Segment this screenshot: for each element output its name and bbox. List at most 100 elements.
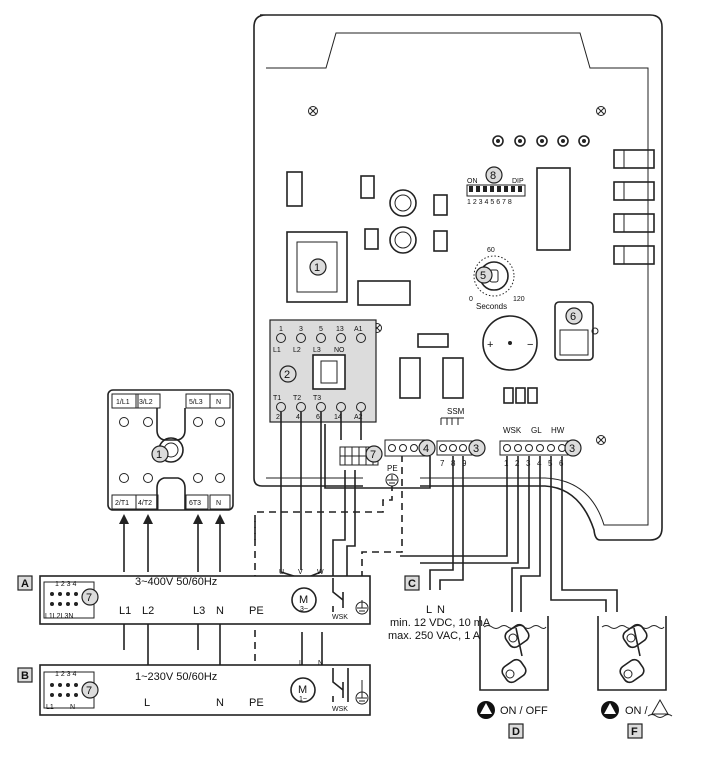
wiring: [123, 412, 618, 705]
tag-a: [17, 575, 33, 591]
motor-icon: M 3~: [291, 587, 317, 613]
svg-text:2: 2: [276, 414, 280, 421]
svg-text:5/L3: 5/L3: [189, 399, 203, 406]
supply-arrows: [119, 514, 225, 572]
svg-text:7: 7: [440, 459, 445, 468]
svg-text:A2: A2: [354, 414, 363, 421]
svg-text:+: +: [487, 339, 493, 351]
ssm-terminal: SSM 7 8 9: [436, 407, 476, 468]
float-switch-d: ON / OFF D: [477, 616, 549, 739]
motor-icon: M 1~: [290, 677, 316, 703]
svg-text:N: N: [437, 604, 445, 616]
cable-glands: [613, 149, 655, 265]
svg-text:SSM: SSM: [447, 407, 465, 416]
svg-text:3~400V 50/60Hz: 3~400V 50/60Hz: [135, 576, 217, 588]
svg-text:W: W: [317, 569, 324, 576]
svg-text:HW: HW: [551, 426, 565, 435]
svg-text:1 2 3 4 5 6 7 8: 1 2 3 4 5 6 7 8: [467, 199, 512, 206]
svg-text:N: N: [216, 697, 224, 709]
pump-icon: [477, 701, 495, 719]
svg-text:4: 4: [423, 443, 429, 455]
svg-text:L3: L3: [313, 347, 321, 354]
svg-text:2: 2: [284, 369, 290, 381]
float-switch-f: ON / F: [597, 616, 673, 739]
svg-text:6: 6: [316, 414, 320, 421]
svg-text:ON: ON: [467, 178, 478, 185]
svg-text:Seconds: Seconds: [476, 302, 507, 311]
svg-text:U: U: [279, 569, 284, 576]
svg-text:WSK: WSK: [332, 614, 348, 621]
svg-text:PE: PE: [387, 464, 398, 473]
svg-text:1 2 3 4: 1 2 3 4: [55, 581, 77, 588]
alarm-contact-spec: C L N min. 12 VDC, 10 mA max. 250 VAC, 1…: [388, 575, 491, 642]
svg-text:D: D: [512, 726, 520, 738]
svg-text:3: 3: [473, 443, 479, 455]
svg-text:3/L2: 3/L2: [139, 399, 153, 406]
main-switch: 1/L1 3/L2 5/L3 N 2/T1 4/T2 6T3 N: [107, 389, 234, 511]
svg-text:1 2 3 4: 1 2 3 4: [55, 671, 77, 678]
wsk-switch-icon: [332, 668, 349, 702]
svg-text:6: 6: [570, 311, 576, 323]
svg-text:N: N: [70, 704, 75, 711]
svg-text:14: 14: [334, 414, 342, 421]
svg-text:ON / OFF: ON / OFF: [500, 705, 548, 717]
svg-text:N: N: [216, 500, 221, 507]
svg-text:L: L: [426, 604, 432, 616]
svg-text:WSK: WSK: [503, 426, 522, 435]
svg-text:L1L2L3N: L1L2L3N: [45, 613, 73, 620]
svg-text:1: 1: [314, 262, 320, 274]
svg-text:N: N: [216, 399, 221, 406]
svg-text:M: M: [299, 594, 308, 606]
svg-text:ON /: ON /: [625, 705, 649, 717]
svg-text:T3: T3: [313, 395, 321, 402]
tag-b: [17, 667, 33, 683]
svg-text:8: 8: [490, 170, 496, 182]
svg-text:L2: L2: [293, 347, 301, 354]
ground-icon: [355, 680, 369, 705]
svg-text:L3: L3: [193, 605, 205, 617]
svg-text:0: 0: [469, 296, 473, 303]
box-b-1phase: 1 2 3 4 L1 N 1~230V 50/60Hz L N PE L N M…: [39, 632, 371, 716]
svg-text:1/L1: 1/L1: [116, 399, 130, 406]
svg-text:B: B: [21, 670, 29, 682]
svg-text:L: L: [144, 697, 150, 709]
svg-text:WSK: WSK: [332, 706, 348, 713]
control-enclosure: + −: [253, 14, 663, 541]
dry-run-icon: [647, 698, 673, 718]
svg-text:C: C: [408, 578, 416, 590]
svg-text:L2: L2: [142, 605, 154, 617]
svg-text:4/T2: 4/T2: [138, 500, 152, 507]
svg-text:7: 7: [370, 449, 376, 461]
svg-text:1~: 1~: [299, 696, 307, 703]
led-row: [492, 135, 590, 147]
svg-text:A1: A1: [354, 326, 363, 333]
svg-text:N: N: [216, 605, 224, 617]
svg-text:7: 7: [86, 592, 92, 604]
svg-text:L: L: [299, 660, 303, 667]
svg-text:−: −: [527, 339, 533, 351]
pump-icon: [601, 701, 619, 719]
svg-text:A: A: [21, 578, 29, 590]
svg-text:120: 120: [513, 296, 525, 303]
svg-text:1: 1: [156, 449, 162, 461]
svg-text:PE: PE: [249, 697, 264, 709]
svg-text:1: 1: [279, 326, 283, 333]
svg-text:4: 4: [296, 414, 300, 421]
svg-text:N: N: [318, 660, 323, 667]
svg-text:F: F: [631, 726, 638, 738]
svg-text:T2: T2: [293, 395, 301, 402]
svg-text:1~230V 50/60Hz: 1~230V 50/60Hz: [135, 671, 217, 683]
dip-switch: ON DIP 1 2 3 4 5 6 7 8: [466, 178, 526, 206]
svg-text:min. 12 VDC, 10 mA: min. 12 VDC, 10 mA: [390, 617, 491, 629]
svg-text:13: 13: [336, 326, 344, 333]
svg-text:L1: L1: [119, 605, 131, 617]
svg-text:9: 9: [462, 459, 467, 468]
relay-component: [554, 301, 599, 361]
svg-text:7: 7: [86, 685, 92, 697]
svg-text:5: 5: [480, 270, 486, 282]
svg-text:60: 60: [487, 247, 495, 254]
svg-text:L1: L1: [46, 704, 54, 711]
svg-text:V: V: [298, 569, 303, 576]
buzzer-icon: + −: [482, 315, 538, 371]
